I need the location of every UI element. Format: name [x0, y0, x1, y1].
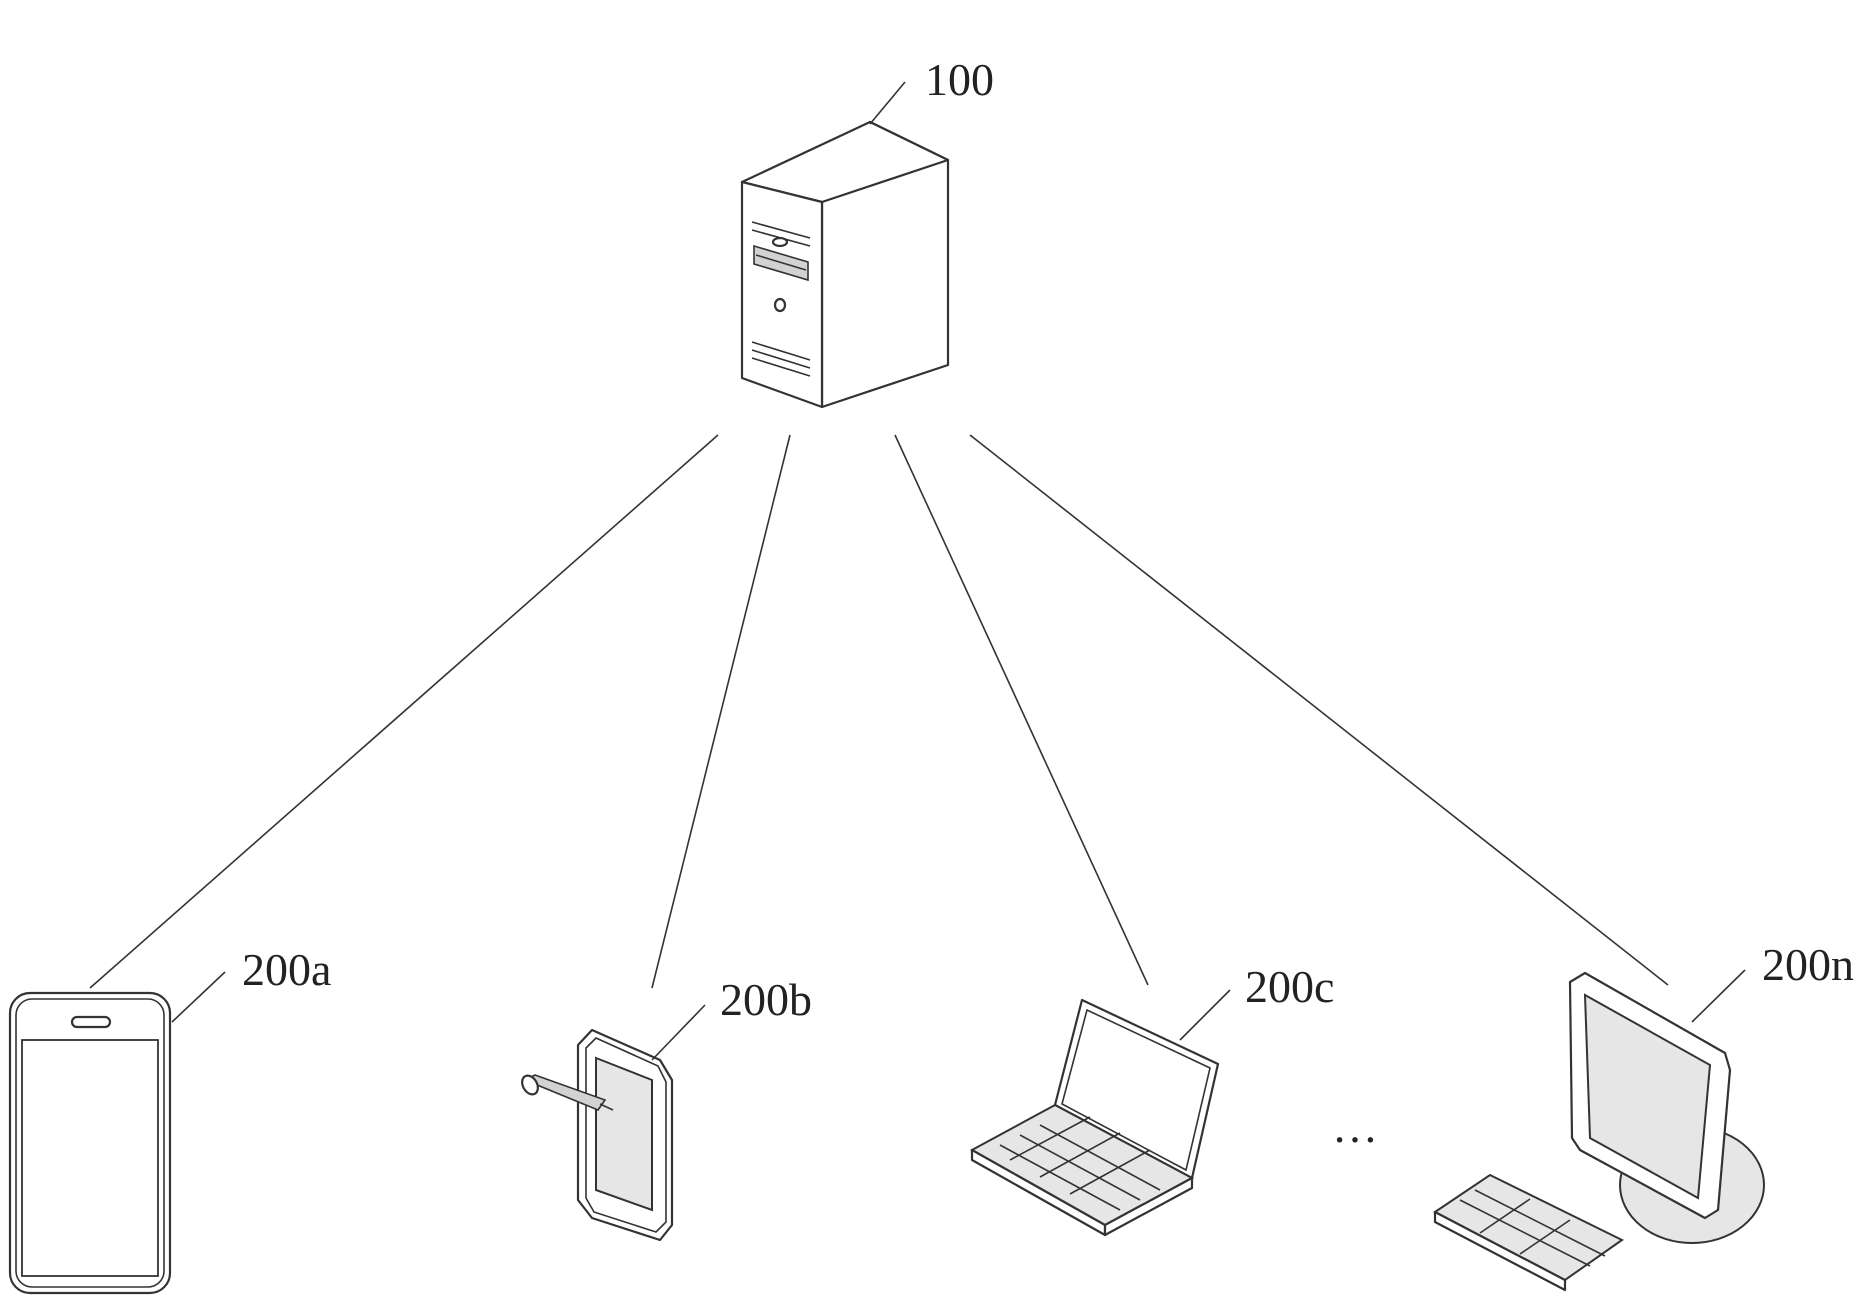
- label-laptop: 200c: [1245, 961, 1334, 1012]
- connection-line-server-phone: [90, 435, 718, 988]
- server-tower-icon: [742, 82, 948, 407]
- desktop-computer-icon: [1435, 970, 1764, 1290]
- label-desktop: 200n: [1762, 939, 1854, 990]
- label-server: 100: [925, 54, 994, 105]
- connection-line-server-desktop: [970, 435, 1668, 985]
- smartphone-icon: [10, 972, 225, 1293]
- tablet-with-stylus-icon: [519, 1005, 705, 1240]
- laptop-icon: [972, 990, 1230, 1235]
- connection-line-server-laptop: [895, 435, 1148, 985]
- ellipsis: …: [1332, 1101, 1378, 1152]
- label-phone: 200a: [242, 944, 331, 995]
- connection-line-server-tablet: [652, 435, 790, 988]
- label-tablet: 200b: [720, 974, 812, 1025]
